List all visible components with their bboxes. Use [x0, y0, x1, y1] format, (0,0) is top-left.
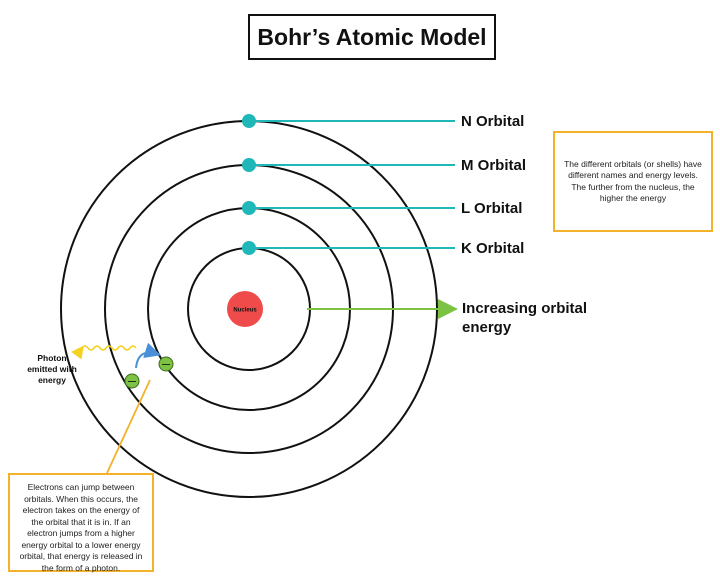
photon-wave: [71, 345, 137, 360]
nucleus: [227, 291, 263, 327]
k-orbital-marker: [242, 241, 256, 255]
electron-lower-orbit: [124, 373, 140, 389]
jump-note: Electrons can jump between orbitals. Whe…: [8, 473, 154, 573]
m-orbital-label: M Orbital: [461, 157, 527, 174]
n-orbital-label: N Orbital: [461, 113, 525, 130]
shells-note: The different orbitals (or shells) have …: [553, 131, 713, 232]
nucleus-label: Nucleus: [233, 308, 257, 314]
electron-higher-orbit: [158, 356, 174, 372]
m-orbital-marker: [242, 158, 256, 172]
n-orbital-marker: [242, 114, 256, 128]
k-orbital-label: K Orbital: [461, 240, 525, 257]
jump-note-connector: [106, 379, 151, 474]
l-orbital-label: L Orbital: [461, 200, 523, 217]
diagram-title: Bohr’s Atomic Model: [248, 14, 496, 60]
electron-sign: —: [162, 360, 170, 369]
l-orbital-marker: [242, 201, 256, 215]
energy-label: Increasing orbital energy: [462, 300, 588, 336]
electron-sign: —: [128, 377, 136, 386]
shells-note-text: The different orbitals (or shells) have …: [564, 158, 702, 204]
jump-arrow: [135, 342, 161, 369]
photon-label: Photon emitted with energy: [27, 353, 77, 385]
